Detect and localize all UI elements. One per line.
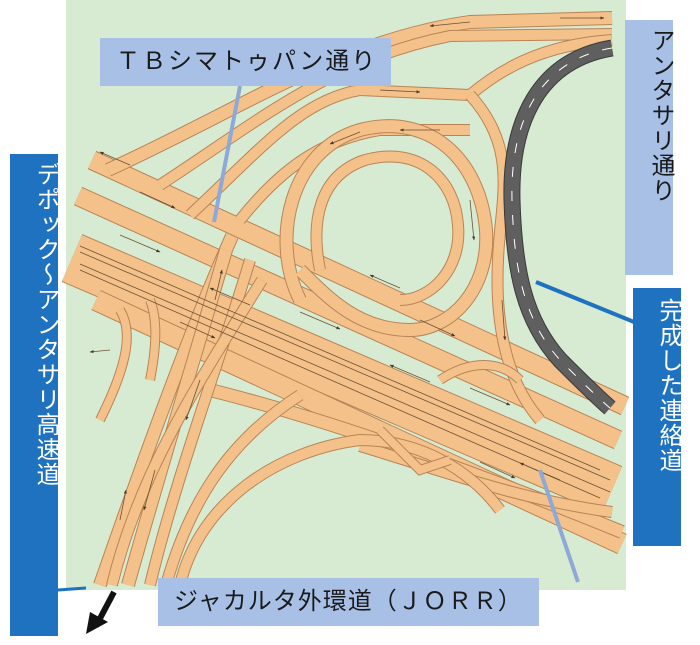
arrow-down-left-icon (86, 590, 117, 634)
depok-antasari-expressway-label: デポック～アンタサリ高速道 (10, 154, 60, 636)
lower-ramps (174, 426, 505, 587)
jorr-label: ジャカルタ外環道（ＪＯＲＲ） (158, 578, 539, 626)
tb-simatupang-label: ＴＢシマトゥパン通り (100, 38, 392, 86)
completed-link-label: 完成した連絡道 (633, 288, 683, 546)
antasari-road-label: アンタサリ通り (625, 20, 675, 275)
lane-markings (79, 16, 611, 521)
completed-link-road (503, 39, 616, 415)
loop-ramp (279, 90, 545, 424)
depok-antasari-expressway-road (93, 233, 304, 588)
label-leader-lines (57, 85, 635, 592)
